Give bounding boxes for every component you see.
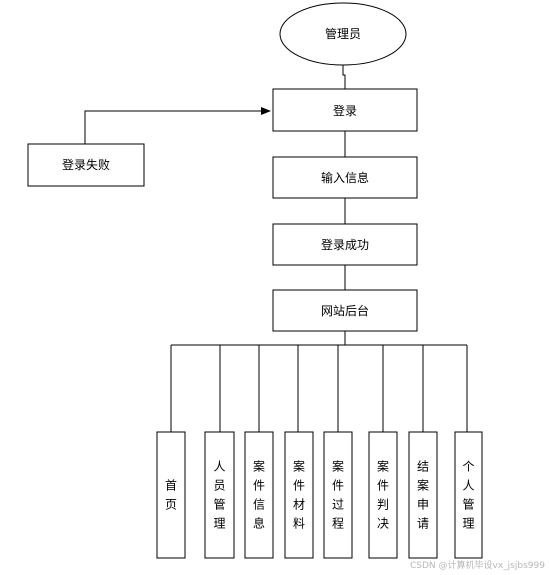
login-success-label: 登录成功 [321,237,369,252]
module-node: 个人管理 [454,431,483,559]
module-node: 案件信息 [244,431,274,559]
input-info-box [272,156,418,199]
module-label: 首页 [165,479,177,512]
edge-admin-login [342,65,346,89]
module-box [323,431,353,559]
admin-ellipse [279,2,407,66]
input-info-label: 输入信息 [321,170,369,185]
module-node: 首页 [156,431,186,559]
module-row: 首页 人员管理 案件信息 案件材料 案件过程 案件判决 结案申请 个人管理 [156,431,483,559]
login-failed-label: 登录失败 [62,157,110,172]
backend-label: 网站后台 [321,303,369,318]
module-label: 案件过程 [332,459,344,531]
module-box [244,431,274,559]
node-backend: 网站后台 [272,289,418,332]
node-login-success: 登录成功 [272,223,418,266]
module-branches [170,345,468,432]
login-box [272,88,418,132]
module-label: 案件判决 [377,459,389,531]
module-label: 结案申请 [417,460,429,531]
edge-failed-login [84,107,271,144]
node-admin: 管理员 [279,2,407,66]
node-login: 登录 [272,88,418,132]
module-box [204,431,235,559]
module-box [454,431,483,559]
module-box [368,431,398,559]
module-node: 案件材料 [284,431,314,559]
module-label: 案件信息 [253,459,265,531]
watermark: CSDN @计算机毕设vx_jsjbs999 [410,559,545,571]
backend-box [272,289,418,332]
node-login-failed: 登录失败 [27,143,145,187]
module-label: 人员管理 [213,460,225,531]
module-box [408,431,438,559]
login-success-box [272,223,418,266]
module-node: 案件判决 [368,431,398,559]
module-box [284,431,314,559]
module-label: 个人管理 [462,460,474,531]
module-box [156,431,186,559]
login-label: 登录 [333,103,357,118]
module-node: 案件过程 [323,431,353,559]
module-node: 人员管理 [204,431,235,559]
module-label: 案件材料 [293,459,305,531]
module-node: 结案申请 [408,431,438,559]
admin-label: 管理员 [325,26,361,41]
node-input-info: 输入信息 [272,156,418,199]
login-failed-box [27,143,145,187]
